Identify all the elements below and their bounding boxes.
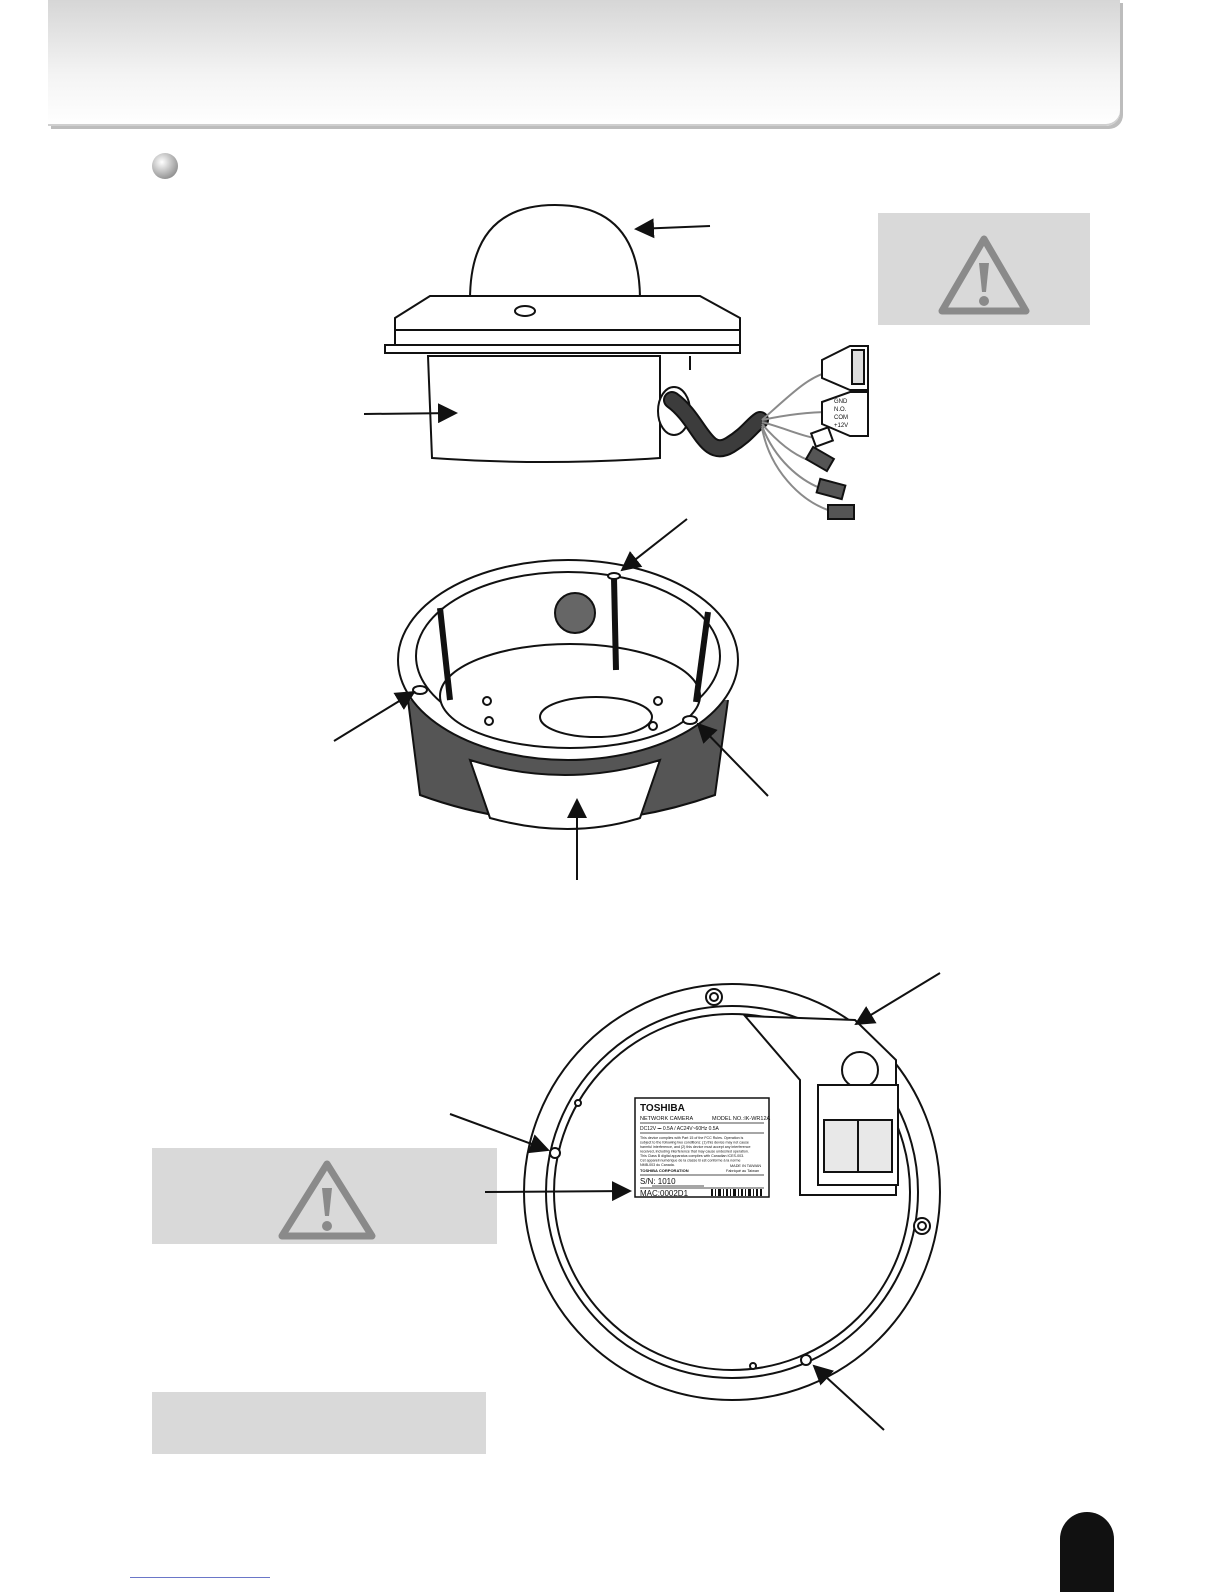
note-box <box>152 1392 486 1454</box>
label-compliance-line: This Class B digital apparatus complies … <box>640 1154 744 1158</box>
mounting-base-illustration <box>397 559 739 830</box>
warning-box-top <box>878 213 1090 325</box>
callout-arrows <box>363 218 711 424</box>
callout-arrows-base <box>333 518 769 880</box>
callout-arrows-plate <box>449 972 941 1431</box>
exclamation-triangle-icon <box>938 235 1030 315</box>
label-compliance-line: subject to the following two conditions:… <box>640 1141 749 1145</box>
label-model: MODEL NO.:IK-WR12A <box>712 1116 770 1122</box>
back-plate-illustration <box>523 983 941 1401</box>
product-label: TOSHIBA NETWORK CAMERA MODEL NO.:IK-WR12… <box>634 1097 770 1198</box>
terminal-pin-labels: GND N.O. COM +12V <box>834 399 848 429</box>
label-serial: S/N: 1010 <box>640 1177 676 1186</box>
label-product-line: NETWORK CAMERA <box>640 1116 694 1122</box>
label-mac: MAC:0002D1 <box>640 1189 689 1198</box>
label-manufacturer: TOSHIBA CORPORATION <box>640 1168 689 1173</box>
dome-camera-illustration <box>384 203 869 520</box>
label-compliance-line: harmful interference, and (2) this devic… <box>640 1145 750 1149</box>
label-compliance-line: This device complies with Part 15 of the… <box>640 1136 743 1140</box>
pin-gnd: GND <box>834 399 848 405</box>
page-number-tab <box>1060 1512 1114 1592</box>
footer-link-underline <box>130 1577 270 1578</box>
pin-12v: +12V <box>834 423 848 429</box>
label-power: DC12V ⎓ 0.5A / AC24V~60Hz 0.5A <box>640 1126 720 1132</box>
round-bullet-icon <box>152 153 178 179</box>
label-compliance-line: NMB-003 du Canada. <box>640 1163 675 1167</box>
label-origin-1: MADE IN TAIWAN <box>730 1164 761 1168</box>
label-origin-2: Fabriqué au Taiwan <box>726 1169 759 1173</box>
label-compliance-line: Cet appareil numérique de la classe B es… <box>640 1159 740 1163</box>
pin-com: COM <box>834 415 848 421</box>
barcode <box>711 1189 762 1196</box>
label-compliance-line: received, including interference that ma… <box>640 1150 749 1154</box>
warning-box-left <box>152 1148 497 1244</box>
pin-no: N.O. <box>834 407 847 413</box>
exclamation-triangle-icon <box>278 1160 376 1240</box>
chapter-header-band <box>48 0 1120 126</box>
label-brand: TOSHIBA <box>640 1103 685 1114</box>
